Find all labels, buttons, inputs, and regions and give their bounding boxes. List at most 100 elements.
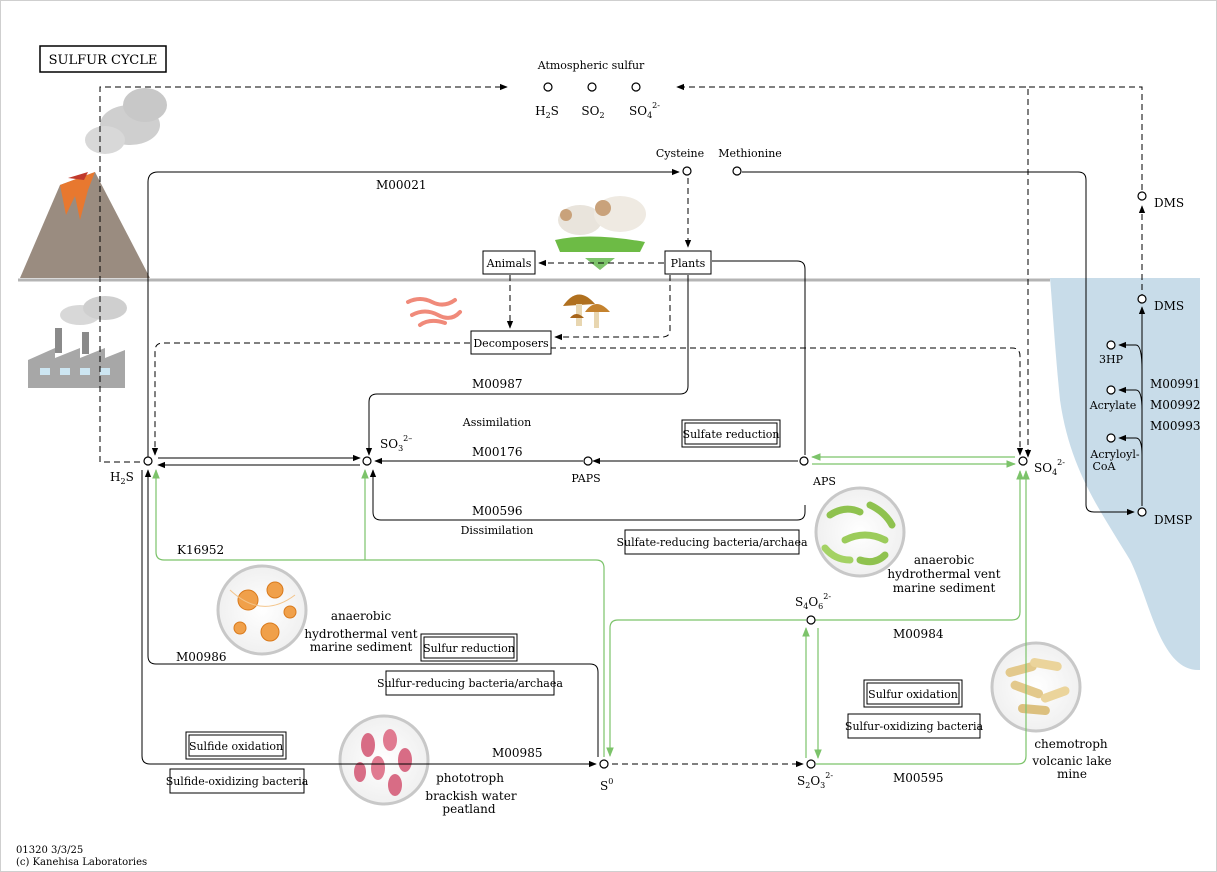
s4o6-label: S4O62- (795, 592, 831, 611)
module-m00984[interactable]: M00984 (893, 627, 944, 641)
node-methionine[interactable] (732, 166, 742, 176)
sulfur-oxidation-label: Sulfur oxidation (868, 688, 958, 701)
svg-text:marine sediment: marine sediment (893, 581, 996, 595)
acrylate-label: Acrylate (1089, 399, 1137, 412)
sulfate-reduction-label: Sulfate reduction (683, 428, 780, 441)
svg-text:peatland: peatland (442, 802, 495, 816)
volcano-icon (20, 88, 167, 278)
module-k16952[interactable]: K16952 (177, 543, 224, 557)
node-so2-atmospheric[interactable] (587, 82, 597, 92)
module-m00992[interactable]: M00992 (1150, 398, 1200, 412)
svg-text:anaerobic: anaerobic (914, 553, 975, 567)
so2-atmospheric-label: SO2 (581, 104, 604, 120)
node-so4[interactable] (1018, 456, 1028, 466)
so4-atmospheric-label: SO42- (629, 101, 660, 120)
node-s2o3[interactable] (806, 759, 816, 769)
node-3hp[interactable] (1106, 340, 1116, 350)
svg-text:brackish water: brackish water (425, 789, 516, 803)
svg-text:hydrothermal vent: hydrothermal vent (304, 627, 417, 641)
factory-icon (28, 296, 127, 388)
dissimilation-label: Dissimilation (461, 524, 534, 537)
module-m00993[interactable]: M00993 (1150, 419, 1200, 433)
bacteria-icon (990, 641, 1082, 733)
page-title: SULFUR CYCLE (49, 53, 158, 68)
node-dmsp[interactable] (1137, 507, 1147, 517)
module-m00596[interactable]: M00596 (472, 504, 522, 518)
module-m00021[interactable]: M00021 (376, 178, 426, 192)
svg-text:phototroph: phototroph (436, 771, 504, 785)
title-box: SULFUR CYCLE (39, 45, 167, 73)
cysteine-label: Cysteine (656, 147, 704, 160)
plants-box[interactable]: Plants (664, 250, 712, 275)
sulfide-oxidation-box[interactable]: Sulfide oxidation (185, 731, 287, 760)
decomposers-box[interactable]: Decomposers (470, 330, 552, 355)
svg-text:hydrothermal vent: hydrothermal vent (887, 567, 1000, 581)
sulfur-oxidation-box[interactable]: Sulfur oxidation (863, 679, 963, 708)
module-m00176[interactable]: M00176 (472, 445, 522, 459)
module-m00595[interactable]: M00595 (893, 771, 943, 785)
svg-text:anaerobic: anaerobic (331, 609, 392, 623)
atmospheric-sulfur-label: Atmospheric sulfur (537, 59, 645, 72)
so4-label: SO42- (1034, 458, 1065, 477)
dms-atmospheric-label: DMS (1154, 196, 1184, 210)
s2o3-label: S2O32- (797, 771, 833, 790)
node-dms-atmospheric[interactable] (1137, 191, 1147, 201)
sulfur-reducing-label: Sulfur-reducing bacteria/archaea (377, 677, 563, 690)
node-acryloyl-coa[interactable] (1106, 433, 1116, 443)
node-h2s-atmospheric[interactable] (543, 82, 553, 92)
module-m00985[interactable]: M00985 (492, 746, 542, 760)
so3-label: SO32– (380, 434, 412, 453)
node-so4-atmospheric[interactable] (631, 82, 641, 92)
svg-text:chemotroph: chemotroph (1034, 737, 1108, 751)
aps-label: APS (812, 475, 836, 488)
animals-label: Animals (486, 257, 532, 270)
acryloyl-coa-label-2: CoA (1093, 460, 1117, 473)
bacteria-icon (814, 486, 906, 578)
node-aps[interactable] (799, 456, 809, 466)
node-s0[interactable] (599, 759, 609, 769)
assimilation-label: Assimilation (462, 416, 531, 429)
mushroom-icon (563, 294, 610, 328)
sulfur-reduction-box[interactable]: Sulfur reduction (420, 633, 518, 662)
node-paps[interactable] (583, 456, 593, 466)
animals-box[interactable]: Animals (482, 250, 536, 275)
sulfur-oxidizing-label: Sulfur-oxidizing bacteria (845, 720, 984, 733)
node-s4o6[interactable] (806, 615, 816, 625)
sulfide-oxidation-label: Sulfide oxidation (189, 740, 283, 753)
node-dms-sea[interactable] (1137, 294, 1147, 304)
svg-text:mine: mine (1057, 767, 1087, 781)
svg-text:marine sediment: marine sediment (310, 640, 413, 654)
sulfate-reduction-box[interactable]: Sulfate reduction (681, 419, 781, 448)
h2s-atmospheric-label: H2S (535, 104, 559, 120)
sulfur-oxidizing-box[interactable]: Sulfur-oxidizing bacteria (845, 713, 984, 739)
s0-label: S0 (600, 777, 613, 793)
copyright-label: (c) Kanehisa Laboratories (16, 857, 147, 868)
sulfide-oxidizing-label: Sulfide-oxidizing bacteria (166, 775, 309, 788)
sulfate-reducing-box[interactable]: Sulfate-reducing bacteria/archaea (616, 529, 808, 555)
node-so3[interactable] (362, 456, 372, 466)
node-h2s[interactable] (143, 456, 153, 466)
methionine-label: Methionine (718, 147, 782, 160)
sulfur-reducing-box[interactable]: Sulfur-reducing bacteria/archaea (377, 670, 563, 696)
svg-text:volcanic lake: volcanic lake (1031, 754, 1111, 768)
node-acrylate[interactable] (1106, 385, 1116, 395)
module-m00986[interactable]: M00986 (176, 650, 226, 664)
node-cysteine[interactable] (682, 166, 692, 176)
habitat-label-sulfur-reducers: anaerobic hydrothermal vent marine sedim… (304, 609, 417, 654)
module-m00991[interactable]: M00991 (1150, 377, 1200, 391)
dmsp-label: DMSP (1154, 513, 1192, 527)
bacteria-icon (216, 564, 308, 656)
map-id-label: 01320 3/3/25 (16, 845, 83, 856)
habitat-label-sulfide-oxidizers: phototroph brackish water peatland (425, 771, 516, 816)
habitat-label-sulfate-reducers: anaerobic hydrothermal vent marine sedim… (887, 553, 1000, 595)
plants-label: Plants (671, 257, 706, 270)
3hp-label: 3HP (1099, 353, 1124, 366)
module-m00987[interactable]: M00987 (472, 377, 522, 391)
sea-area (1050, 278, 1200, 671)
sulfide-oxidizing-box[interactable]: Sulfide-oxidizing bacteria (166, 768, 309, 794)
h2s-label: H2S (110, 470, 134, 486)
sheep-icon (555, 196, 646, 270)
worm-icon (406, 297, 462, 327)
bacteria-icon (338, 714, 430, 806)
